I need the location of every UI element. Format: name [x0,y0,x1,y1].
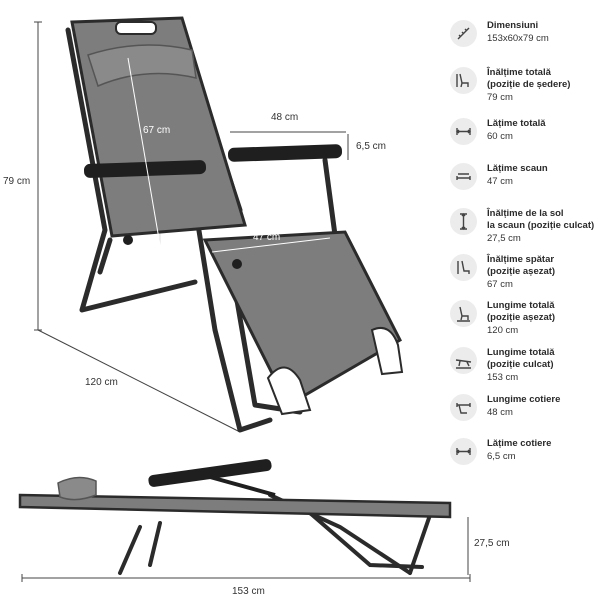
backrest-height-label: 67 cm [143,125,171,136]
reclined-chair-illustration [18,459,471,582]
spec-label: Înălțime totală (poziție de ședere) [487,67,571,90]
armrest-length-icon [450,394,477,421]
spec-value: 120 cm [487,325,519,336]
ruler-icon [450,20,477,47]
spec-label: Lățime cotiere [487,438,552,449]
seated-length-icon [450,300,477,327]
overall-height-label: 79 cm [3,176,31,187]
armrest-length-label: 48 cm [271,112,299,123]
width-icon [450,118,477,145]
spec-label: Dimensiuni [487,20,539,31]
spec-label: Lungime totală (poziție așezat) [487,300,556,323]
spec-label: Înălțime de la sol la scaun (poziție cul… [487,208,595,231]
spec-value: 153 cm [487,372,519,383]
reclined-height-label: 27,5 cm [474,538,510,549]
spec-label: Lungime totală (poziție culcat) [487,347,555,370]
spec-value: 47 cm [487,176,513,187]
spec-value: 27,5 cm [487,233,521,244]
spec-value: 153x60x79 cm [487,33,549,44]
chair-height-icon [450,67,477,94]
spec-label: Lungime cotiere [487,394,561,405]
armrest-width-icon [450,438,477,465]
armrest-width-label: 6,5 cm [356,141,387,152]
reclined-length-icon [450,347,477,374]
spec-value: 6,5 cm [487,451,516,462]
spec-label: Lățime scaun [487,163,548,174]
seat-height-icon [450,208,477,235]
spec-value: 79 cm [487,92,513,103]
spec-label: Înălțime spătar (poziție așezat) [487,254,556,277]
spec-label: Lățime totală [487,118,546,129]
spec-value: 67 cm [487,279,513,290]
spec-value: 60 cm [487,131,513,142]
backrest-icon [450,254,477,281]
upright-chair-illustration [34,16,404,433]
reclined-length-label: 153 cm [232,586,265,597]
seat-width-label: 47 cm [253,232,281,243]
seat-width-icon [450,163,477,190]
seated-length-label: 120 cm [85,377,118,388]
spec-value: 48 cm [487,407,513,418]
